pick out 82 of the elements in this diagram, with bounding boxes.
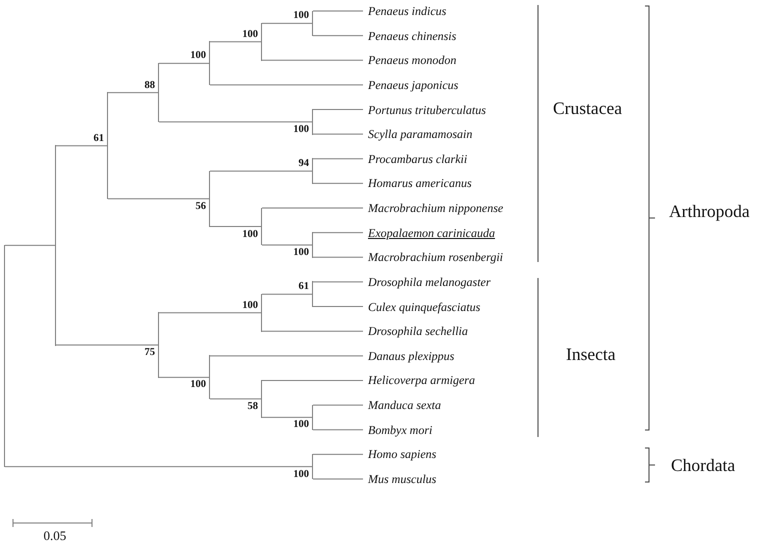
branch-line <box>210 84 364 86</box>
bootstrap-value: 100 <box>293 10 309 22</box>
branch-line <box>4 244 56 246</box>
bootstrap-value: 61 <box>94 132 104 144</box>
branch-line <box>56 145 108 146</box>
branch-line <box>210 398 262 400</box>
branch-line <box>312 306 364 308</box>
branch-line <box>262 416 312 418</box>
branch-line <box>210 170 312 172</box>
clade-line <box>55 145 56 346</box>
branch-line <box>56 344 158 346</box>
branch-line <box>312 429 364 430</box>
branch-line <box>312 109 364 110</box>
species-name: Homo sapiens <box>363 447 436 462</box>
bootstrap-value: 100 <box>242 28 258 40</box>
branch-line <box>210 41 262 42</box>
species-name: Scylla paramamosain <box>363 127 472 142</box>
species-name: Penaeus chinensis <box>363 28 456 43</box>
branch-line <box>312 35 364 36</box>
branch-line <box>312 182 364 184</box>
bootstrap-value: 88 <box>144 80 155 91</box>
species-name: Macrobrachium nipponense <box>363 201 504 216</box>
bootstrap-value: 100 <box>190 379 206 390</box>
taxon-label: Crustacea <box>553 98 622 118</box>
branch-line <box>312 232 364 234</box>
bootstrap-value: 94 <box>298 158 309 170</box>
bootstrap-value: 61 <box>298 281 309 292</box>
branch-line <box>158 121 312 122</box>
branch-line <box>210 226 262 228</box>
bootstrap-value: 100 <box>293 124 309 135</box>
branch-line <box>262 380 364 381</box>
branch-line <box>108 92 158 94</box>
species-name: Penaeus japonicus <box>363 78 458 92</box>
bootstrap-value: 100 <box>293 246 309 258</box>
species-name: Macrobrachium rosenbergii <box>363 250 503 264</box>
branch-line <box>262 330 364 332</box>
species-name: Danaus plexippus <box>363 348 454 363</box>
branch-line <box>262 208 364 209</box>
branch-line <box>312 404 364 406</box>
branch-line <box>312 134 364 135</box>
species-name: Manduca sexta <box>363 398 441 412</box>
taxon-label: Arthropoda <box>669 200 750 222</box>
species-name: Exopalaemon carinicauda <box>363 226 495 240</box>
bootstrap-value: 100 <box>293 468 309 480</box>
branch-line <box>312 454 364 455</box>
bootstrap-value: 100 <box>293 419 309 430</box>
species-name: Helicoverpa armigera <box>363 373 475 388</box>
branch-line <box>210 355 364 356</box>
branch-line <box>312 158 364 160</box>
species-name: Penaeus monodon <box>363 53 456 68</box>
branch-line <box>312 478 364 480</box>
species-name: Bombyx mori <box>363 422 432 437</box>
clade-line <box>4 244 5 468</box>
species-name: Culex quinquefasciatus <box>363 300 480 314</box>
branch-line <box>262 60 364 61</box>
bootstrap-value: 100 <box>190 50 206 62</box>
species-name: Drosophila sechellia <box>363 324 468 338</box>
species-name: Procambarus clarkii <box>363 152 468 166</box>
taxon-label: Insecta <box>566 344 616 364</box>
branch-line <box>312 281 364 282</box>
scale-value: 0.05 <box>44 528 66 544</box>
branch-line <box>262 22 312 24</box>
branch-line <box>262 294 312 295</box>
branch-line <box>108 198 210 200</box>
bootstrap-value: 75 <box>144 347 155 358</box>
species-name: Drosophila melanogaster <box>363 274 491 289</box>
branch-line <box>158 62 210 64</box>
bootstrap-value: 100 <box>242 300 258 311</box>
branch-line <box>262 244 312 246</box>
branch-line <box>158 376 210 378</box>
branch-line <box>312 256 364 258</box>
species-name: Homarus americanus <box>363 176 472 190</box>
species-name: Portunus trituberculatus <box>363 102 486 117</box>
species-name: Mus musculus <box>363 472 436 486</box>
branch-line <box>158 312 262 314</box>
bootstrap-value: 100 <box>242 228 258 240</box>
species-name: Penaeus indicus <box>363 4 446 18</box>
bootstrap-value: 58 <box>248 400 258 412</box>
branch-line <box>312 10 364 12</box>
taxon-label: Chordata <box>671 454 736 476</box>
bootstrap-value: 56 <box>196 200 206 212</box>
branch-line <box>4 466 312 468</box>
